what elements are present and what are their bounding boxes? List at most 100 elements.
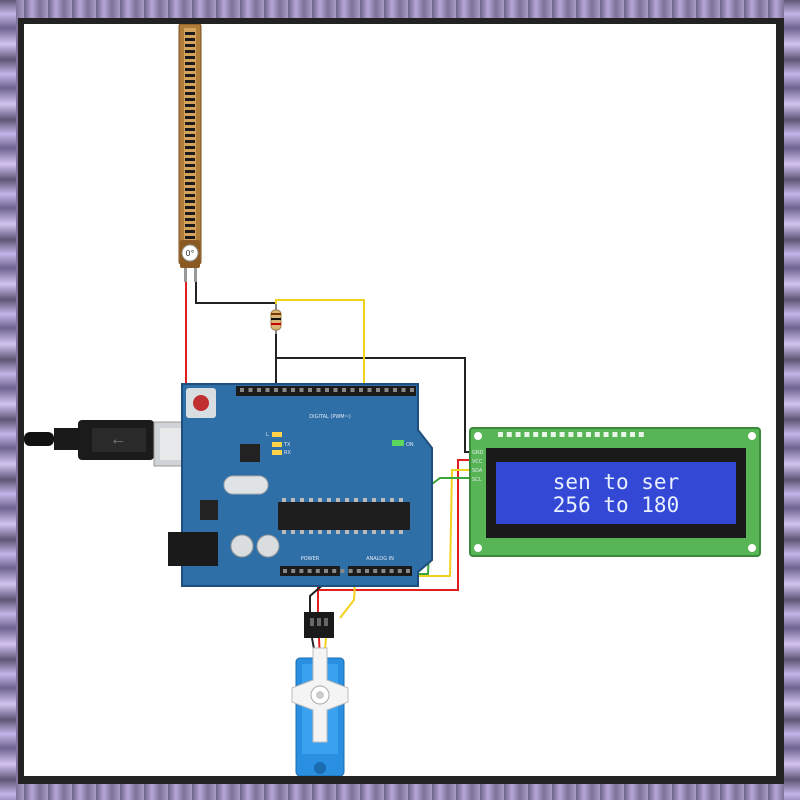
digital-pin <box>401 388 406 392</box>
led-on <box>392 440 404 446</box>
header-pin <box>406 569 410 573</box>
analog-header <box>348 566 412 576</box>
digital-pin <box>248 388 253 392</box>
lcd-hole <box>612 432 618 437</box>
usb-chip <box>240 444 260 462</box>
wire-black-flex-to-resistor <box>195 280 277 310</box>
flex-trace <box>185 164 195 167</box>
flex-trace <box>185 224 195 227</box>
flex-trace <box>185 158 195 161</box>
flex-angle-label: 0° <box>185 249 194 258</box>
header-pin <box>299 569 304 573</box>
flex-trace <box>185 32 195 35</box>
flex-trace <box>185 80 195 83</box>
resistor[interactable] <box>270 304 282 334</box>
chip-pin <box>372 530 376 534</box>
power-jack <box>168 532 218 566</box>
chip-pin <box>399 498 403 502</box>
reset-button-cap <box>193 395 209 411</box>
led-rx <box>272 450 282 455</box>
flex-trace <box>185 68 195 71</box>
flex-trace <box>185 200 195 203</box>
flex-trace <box>185 140 195 143</box>
digital-pin <box>265 388 270 392</box>
wire-black-gnd-to-lcd <box>276 357 470 453</box>
digital-pin <box>325 388 329 392</box>
digital-pin <box>350 388 355 392</box>
flex-trace <box>185 188 195 191</box>
crystal <box>223 475 269 495</box>
lcd-header-holes <box>498 432 644 437</box>
label-rx: RX <box>284 450 291 456</box>
frame-left-border <box>0 0 16 800</box>
lcd-pin-label-sda: SDA <box>472 468 483 474</box>
flex-trace <box>185 116 195 119</box>
chip-pin <box>390 498 394 502</box>
lcd-hole <box>568 432 574 437</box>
flex-trace <box>185 212 195 215</box>
chip-pin <box>336 498 340 502</box>
lcd-line-2: 256 to 180 <box>553 493 679 517</box>
header-pin <box>397 569 402 573</box>
lcd-hole <box>594 432 600 437</box>
flex-trace <box>185 50 195 53</box>
lcd-hole <box>542 432 547 437</box>
digital-pin <box>376 388 380 392</box>
header-pin <box>373 569 378 573</box>
digital-pin <box>299 388 304 392</box>
chip-pin <box>309 530 313 534</box>
lcd-hole <box>621 432 627 437</box>
header-pin <box>332 569 337 573</box>
chip-pin <box>282 530 286 534</box>
bottom-header-pins <box>283 569 410 573</box>
flex-trace <box>185 182 195 185</box>
digital-pin <box>316 388 321 392</box>
lcd-pin-label-scl: SCL <box>472 477 482 483</box>
flex-trace <box>185 98 195 101</box>
flex-trace <box>185 122 195 125</box>
chip-pin <box>309 498 313 502</box>
chip-pin <box>291 498 295 502</box>
header-pin <box>291 569 296 573</box>
header-pin <box>324 569 328 573</box>
flex-trace <box>185 206 195 209</box>
chip-pin <box>354 530 358 534</box>
flex-trace <box>185 104 195 107</box>
lcd-hole <box>515 432 521 437</box>
lcd-hole <box>603 432 609 437</box>
label-l: L <box>266 432 269 438</box>
arduino-uno-board[interactable]: DIGITAL (PWM~) L TX RX ON POWER ANALOG I… <box>168 383 433 587</box>
digital-pin <box>359 388 363 392</box>
header-pin <box>283 569 287 573</box>
chip-pin <box>336 530 340 534</box>
lcd-hole <box>498 432 503 437</box>
flex-sensor[interactable]: 0° <box>178 24 202 282</box>
header-pin <box>356 569 361 573</box>
frame-right-border <box>784 0 800 800</box>
digital-pin <box>240 388 244 392</box>
chip-pin <box>327 498 331 502</box>
chip-pin <box>390 530 394 534</box>
flex-trace <box>185 218 195 221</box>
lcd-screen <box>496 462 736 524</box>
atmega-chip <box>278 502 410 530</box>
chip-pin <box>291 530 295 534</box>
flex-trace <box>185 44 195 47</box>
header-pin <box>348 569 353 573</box>
chip-pin <box>345 498 349 502</box>
power-label: POWER <box>301 556 320 562</box>
lcd-hole <box>533 432 539 437</box>
lcd-hole <box>638 432 644 437</box>
header-pin <box>307 569 312 573</box>
flex-trace <box>185 56 195 59</box>
servo-motor[interactable] <box>291 612 349 776</box>
flex-trace <box>185 74 195 77</box>
flex-trace <box>185 152 195 155</box>
led-l <box>272 432 282 437</box>
lcd-hole <box>577 432 583 437</box>
wire-yellow-signal <box>275 299 365 619</box>
usb-icon: ⭠ <box>112 433 123 449</box>
chip-pin <box>345 530 349 534</box>
